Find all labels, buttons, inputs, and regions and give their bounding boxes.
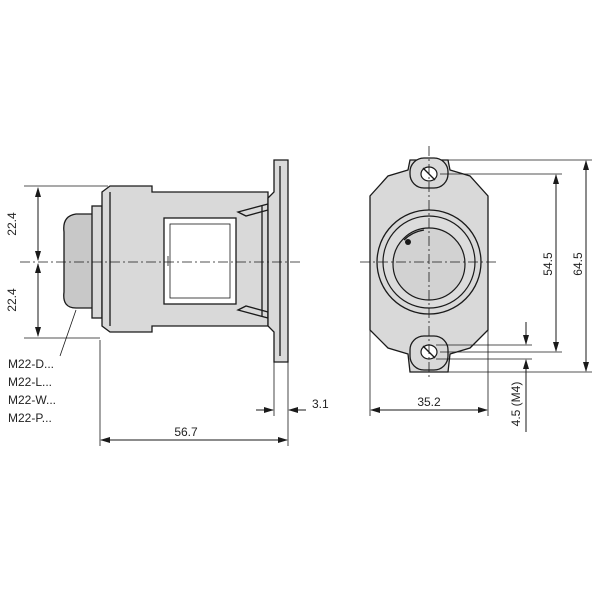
variant-label: M22-D... — [8, 357, 54, 371]
dimension-upper-height: 22.4 — [5, 212, 19, 236]
height-dimensions-left: 22.4 22.4 — [5, 185, 108, 339]
overall-depth-dimension: 56.7 — [99, 340, 288, 446]
variant-leader-line — [59, 309, 77, 357]
dimension-overall-depth: 56.7 — [174, 425, 198, 439]
front-view — [360, 146, 498, 380]
dimension-front-width: 35.2 — [417, 395, 441, 409]
mounting-hole-dimension: 4.5 (M4) — [436, 322, 532, 432]
flange-thickness-dimension: 3.1 — [256, 362, 329, 446]
dimension-hole-spacing: 54.5 — [541, 252, 555, 276]
dimension-flange-thickness: 3.1 — [312, 397, 329, 411]
variant-label: M22-L... — [8, 375, 52, 389]
mounting-flange — [267, 159, 289, 363]
variant-list: M22-D... M22-L... M22-W... M22-P... — [8, 357, 56, 425]
front-width-dimension: 35.2 — [369, 330, 489, 416]
housing-window — [163, 217, 237, 305]
dimension-overall-height: 64.5 — [571, 252, 585, 276]
hole-spacing-dimension: 54.5 — [440, 173, 562, 353]
dimension-lower-height: 22.4 — [5, 288, 19, 312]
dimension-mounting-hole: 4.5 (M4) — [509, 382, 523, 427]
variant-label: M22-W... — [8, 393, 56, 407]
front-lens — [63, 213, 101, 309]
variant-label: M22-P... — [8, 411, 52, 425]
side-view — [20, 159, 300, 363]
overall-height-dimension: 64.5 — [448, 159, 592, 373]
